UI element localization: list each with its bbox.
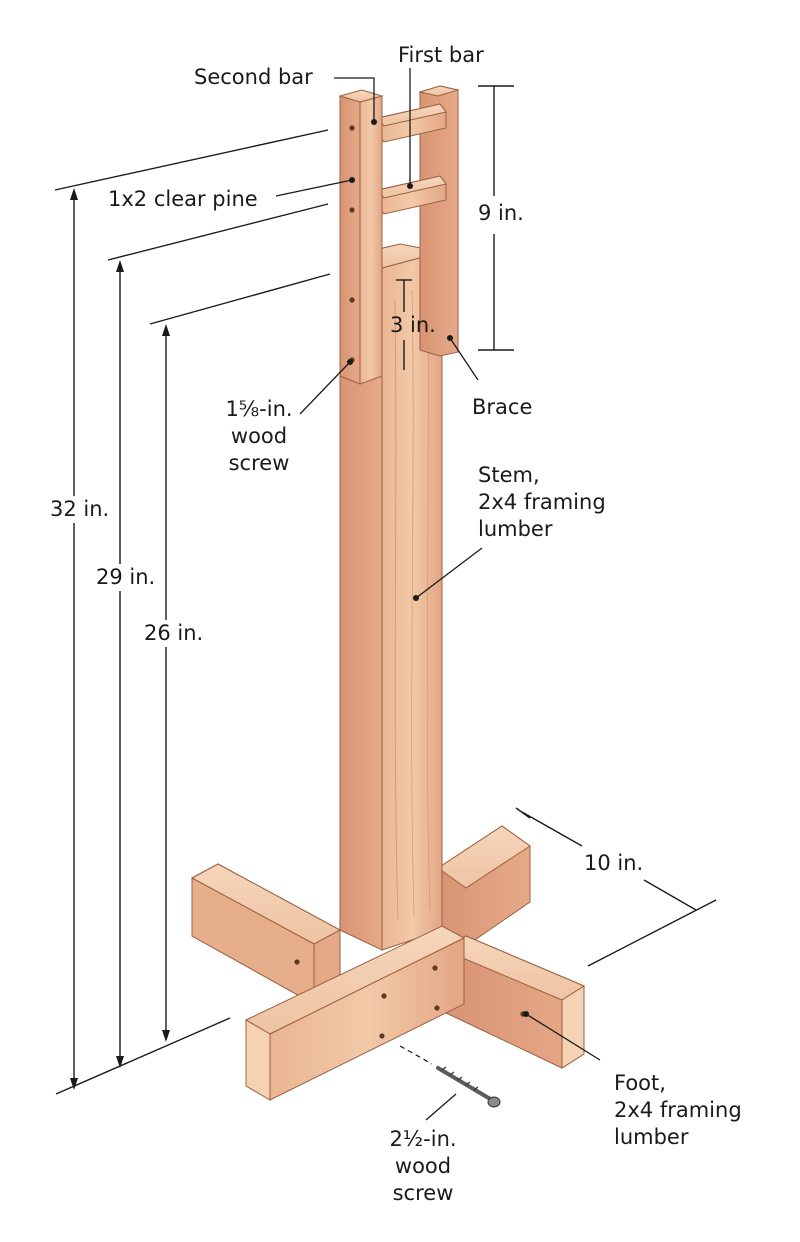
brace-front [338, 89, 384, 385]
foot-material-2: lumber [614, 1125, 689, 1149]
foot-left-arm [190, 863, 342, 1005]
wood-screw-bottom-icon [399, 1045, 501, 1108]
foot-back-arm [437, 825, 531, 947]
first-bar-label: First bar [398, 43, 484, 67]
clear-pine-label: 1x2 clear pine [108, 187, 258, 211]
dimension-32in [54, 129, 329, 1095]
foot-right-arm [442, 935, 586, 1069]
wood-screw-bottom-size: 2½-in. [389, 1127, 457, 1151]
stem-material: 2x4 framing [478, 490, 606, 514]
dimension-10in [515, 807, 717, 967]
nine-in-label: 9 in. [478, 201, 524, 225]
foot-front-arm [244, 925, 466, 1101]
stem-material-2: lumber [478, 517, 553, 541]
wood-screw-top-word-2: screw [228, 451, 290, 475]
brace-label: Brace [472, 395, 533, 419]
wood-screw-top-label: 1⅝-in. wood screw [214, 396, 304, 477]
dimension-9in [478, 85, 514, 351]
second-bar-label: Second bar [194, 65, 313, 89]
twenty-six-in-label: 26 in. [142, 620, 206, 647]
wood-screw-bottom-word: wood [394, 1154, 452, 1178]
leader-lines [275, 68, 601, 1121]
foot-name: Foot, [614, 1071, 666, 1095]
three-in-label: 3 in. [390, 313, 436, 337]
dimension-3in [396, 279, 412, 370]
stem-name: Stem, [478, 463, 540, 487]
stem-label: Stem, 2x4 framing lumber [478, 462, 606, 543]
wood-screw-top-size: 1⅝-in. [225, 397, 293, 421]
wood-screw-bottom-label: 2½-in. wood screw [378, 1126, 468, 1207]
wood-screw-bottom-word-2: screw [392, 1181, 454, 1205]
stem [339, 243, 443, 951]
dimension-29in [107, 203, 329, 1068]
foot-material: 2x4 framing [614, 1098, 742, 1122]
foot-label: Foot, 2x4 framing lumber [614, 1070, 742, 1151]
twenty-nine-in-label: 29 in. [94, 564, 158, 591]
brace-back [418, 85, 460, 357]
dimension-26in [149, 273, 331, 1042]
thirty-two-in-label: 32 in. [48, 496, 112, 523]
ten-in-label: 10 in. [584, 851, 644, 875]
wood-screw-top-word: wood [230, 424, 288, 448]
